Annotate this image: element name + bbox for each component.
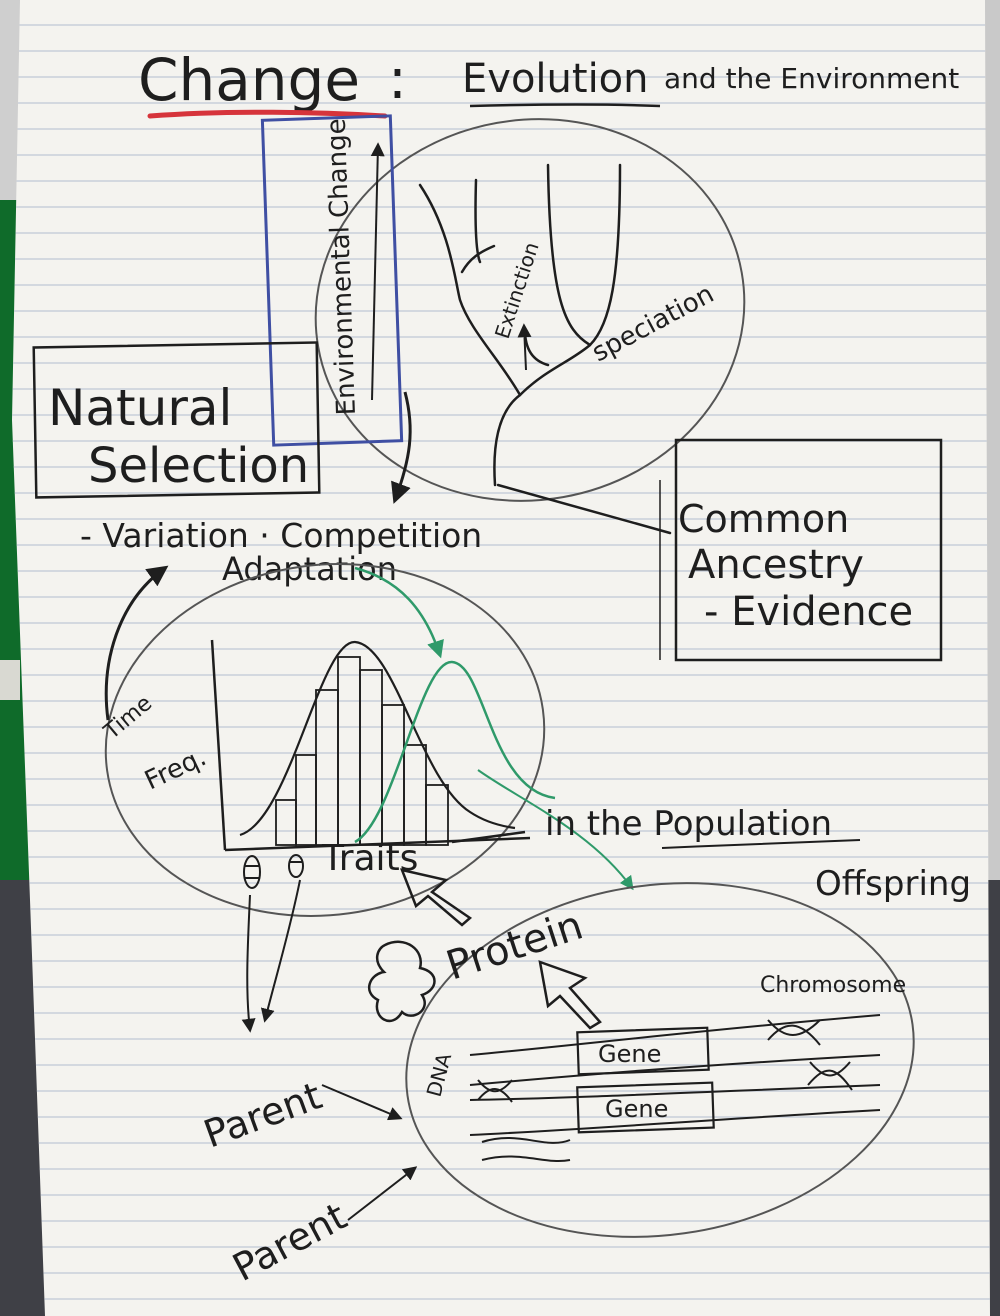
in-the-population-label: in the Population — [545, 804, 832, 844]
shifted-distribution-curve — [354, 660, 556, 844]
original-distribution-curve — [239, 640, 516, 837]
protein-blob-icon — [367, 940, 436, 1023]
extinction-arrow — [517, 323, 532, 371]
natural-selection-heading-1: Natural — [48, 379, 232, 437]
chromosome-label: Chromosome — [760, 973, 906, 998]
common-ancestry-box — [674, 438, 943, 662]
chromosome-strands — [469, 1014, 881, 1162]
parent-2-arrow — [347, 1166, 418, 1221]
graph-y-axis — [210, 639, 227, 851]
protein-to-traits-arrow — [399, 868, 473, 927]
adaptation-green-arrow — [354, 566, 444, 659]
env-change-down-arrow — [391, 391, 412, 504]
natural-selection-box — [32, 341, 321, 499]
natural-selection-heading-2: Selection — [88, 438, 309, 494]
environmental-change-box — [260, 114, 404, 447]
title-change: Change — [138, 46, 360, 114]
env-change-up-arrow — [370, 142, 385, 401]
natural-selection-bullet-2: Adaptation — [222, 550, 397, 588]
common-ancestry-line-3: - Evidence — [704, 589, 913, 635]
paper-rules — [12, 0, 990, 1316]
bug-icons — [243, 854, 304, 889]
offspring-label: Offspring — [815, 864, 971, 904]
title-environment: and the Environment — [664, 62, 959, 95]
genetics-circle — [405, 882, 915, 1238]
gene-to-protein-arrow — [538, 960, 602, 1030]
time-arrow — [104, 565, 169, 721]
trait-down-arrow-right — [260, 879, 301, 1023]
population-underline — [661, 839, 861, 849]
graph-x-axis — [224, 836, 531, 852]
common-ancestry-line-1: Common — [678, 497, 849, 541]
natural-selection-bullet-1: - Variation · Competition — [80, 516, 482, 555]
gene-box-1 — [576, 1026, 710, 1076]
parent-1-arrow — [321, 1084, 403, 1121]
subtitle-underline — [469, 103, 661, 108]
title-underline — [147, 109, 388, 119]
population-to-genetics-green-arrow — [477, 769, 634, 891]
gene-box-2 — [576, 1081, 715, 1134]
title-colon: : — [388, 47, 407, 112]
trait-down-arrow-left — [241, 894, 256, 1033]
power-outlet — [0, 660, 20, 700]
population-circle — [104, 563, 546, 917]
title-evolution: Evolution — [462, 56, 649, 102]
traits-connector — [451, 830, 526, 844]
phylogenetic-tree — [418, 163, 672, 535]
common-ancestry-line-2: Ancestry — [688, 542, 864, 588]
evolution-tree-circle — [314, 118, 746, 502]
gene-label-1: Gene — [598, 1040, 661, 1068]
trait-histogram — [275, 656, 449, 846]
gene-label-2: Gene — [605, 1095, 668, 1123]
